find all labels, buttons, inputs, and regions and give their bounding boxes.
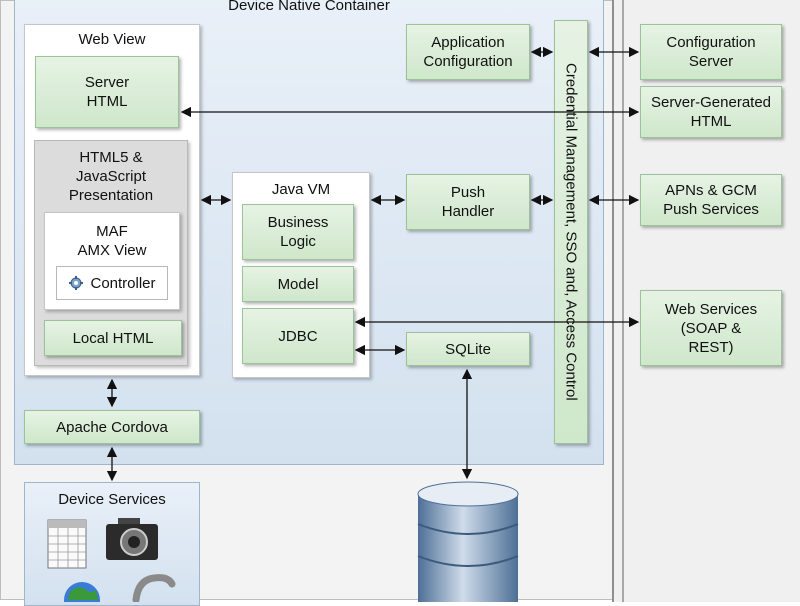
camera-icon bbox=[106, 518, 158, 560]
phone-icon bbox=[132, 574, 176, 602]
push-services-box: APNs & GCM Push Services bbox=[640, 174, 782, 226]
gear-icon bbox=[69, 276, 84, 290]
device-services-title: Device Services bbox=[58, 491, 166, 508]
sqlite-box: SQLite bbox=[406, 332, 530, 366]
apache-cordova-box: Apache Cordova bbox=[24, 410, 200, 444]
local-html-box: Local HTML bbox=[44, 320, 182, 356]
credential-management-bar: Credential Management, SSO and, Access C… bbox=[554, 20, 588, 444]
configuration-server-box: Configuration Server bbox=[640, 24, 782, 80]
web-view-title: Web View bbox=[78, 31, 146, 48]
controller-box: Controller bbox=[56, 266, 168, 300]
business-logic-box: Business Logic bbox=[242, 204, 354, 260]
container-title: Device Native Container bbox=[228, 0, 390, 14]
server-generated-html-box: Server-Generated HTML bbox=[640, 86, 782, 138]
database-icon bbox=[417, 481, 519, 602]
html5-title: HTML5 & JavaScript Presentation bbox=[68, 149, 154, 204]
web-services-box: Web Services (SOAP & REST) bbox=[640, 290, 782, 366]
maf-amx-view-title: MAF AMX View bbox=[77, 223, 147, 259]
controller-label: Controller bbox=[90, 274, 156, 292]
calendar-icon bbox=[47, 519, 87, 569]
jdbc-box: JDBC bbox=[242, 308, 354, 364]
globe-icon bbox=[64, 582, 100, 602]
column-divider bbox=[622, 0, 624, 602]
push-handler-box: Push Handler bbox=[406, 174, 530, 230]
java-vm-title: Java VM bbox=[271, 181, 331, 198]
model-box: Model bbox=[242, 266, 354, 302]
server-html-box: Server HTML bbox=[35, 56, 179, 128]
application-configuration-box: Application Configuration bbox=[406, 24, 530, 80]
